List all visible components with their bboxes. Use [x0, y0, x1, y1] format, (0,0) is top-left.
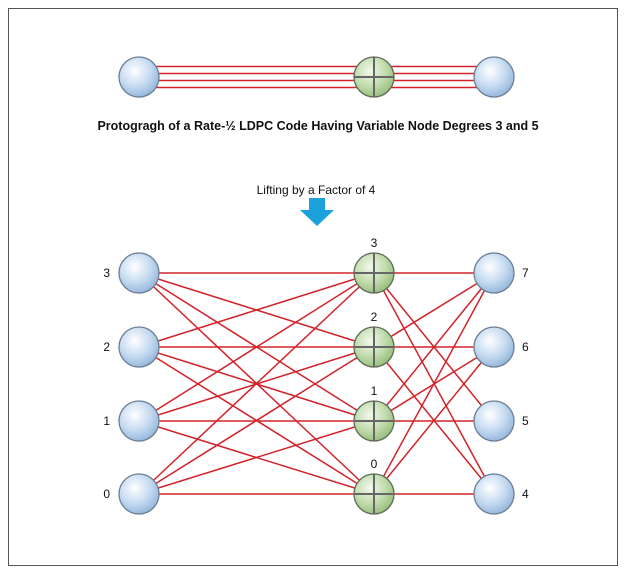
variable-node-right-5: [473, 400, 515, 442]
variable-node-right-6: [473, 326, 515, 368]
right-node-label: 6: [522, 340, 529, 354]
left-node-label: 1: [103, 414, 110, 428]
variable-node-left-1: [118, 400, 160, 442]
protograph-nodes: [118, 56, 515, 98]
figure-frame: [8, 8, 618, 566]
variable-node-left-0: [118, 473, 160, 515]
protograph-variable-node-left: [118, 56, 160, 98]
variable-node-right-7: [473, 252, 515, 294]
check-node-label: 2: [371, 310, 378, 324]
check-node-label: 1: [371, 384, 378, 398]
lifted-edge: [138, 272, 375, 495]
check-node-label: 0: [371, 457, 378, 471]
lifted-edge: [373, 272, 495, 348]
right-node-label: 7: [522, 266, 529, 280]
lifted-edge: [138, 272, 375, 422]
down-arrow-icon: [300, 198, 334, 226]
right-node-label: 5: [522, 414, 529, 428]
check-node-2: [353, 326, 395, 368]
lifted-edge: [138, 346, 375, 495]
lifting-label: Lifting by a Factor of 4: [257, 183, 376, 197]
variable-node-left-2: [118, 326, 160, 368]
right-node-label: 4: [522, 487, 529, 501]
lifted-edge: [373, 272, 495, 495]
lifted-edge: [373, 346, 495, 495]
check-node-3: [353, 252, 395, 294]
check-node-0: [353, 473, 395, 515]
lifted-edge: [373, 272, 495, 422]
lifted-graph-labels: 3 2 1 0 3 2 1 0 7 6 5 4: [103, 236, 529, 501]
left-node-label: 2: [103, 340, 110, 354]
protograph-check-node: [353, 56, 395, 98]
protograph-edges: [139, 65, 494, 89]
check-node-label: 3: [371, 236, 378, 250]
protograph-caption: Protogragh of a Rate-½ LDPC Code Having …: [97, 119, 538, 133]
left-node-label: 3: [103, 266, 110, 280]
lifted-graph-edges: [138, 272, 495, 495]
lifted-edge: [138, 420, 375, 495]
check-node-1: [353, 400, 395, 442]
lifted-edge: [138, 272, 375, 348]
protograph-variable-node-right: [473, 56, 515, 98]
variable-node-left-3: [118, 252, 160, 294]
left-node-label: 0: [103, 487, 110, 501]
variable-node-right-4: [473, 473, 515, 515]
lifted-graph-nodes: [118, 252, 515, 515]
